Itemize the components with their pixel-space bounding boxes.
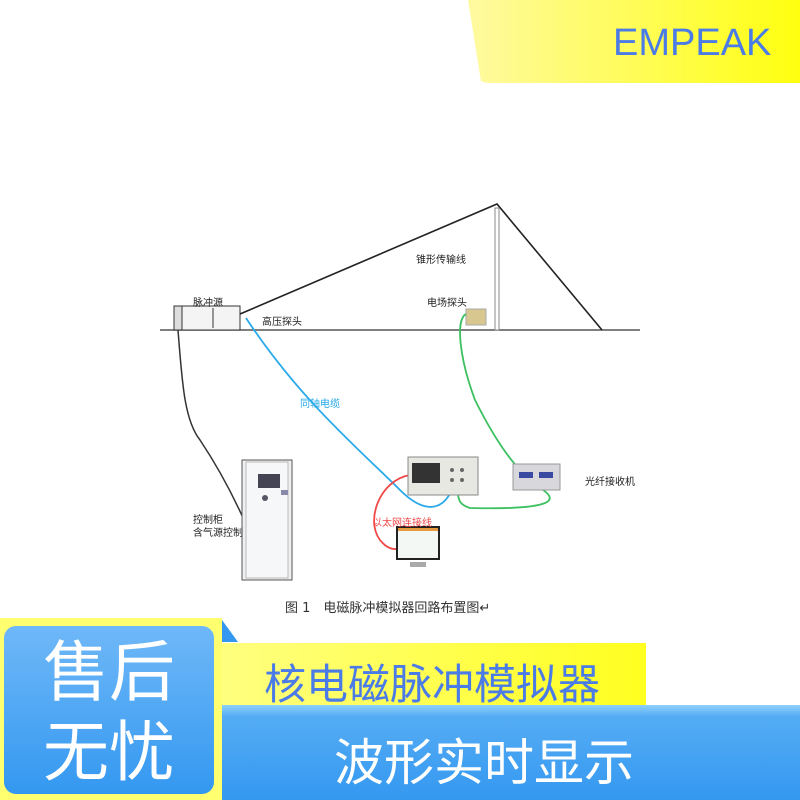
badge-line1: 售后: [43, 634, 175, 711]
label-cone-line: 锥形传输线: [416, 255, 466, 266]
label-ethernet: 以太网连接线: [372, 518, 432, 529]
label-field-probe: 电场探头: [427, 298, 467, 309]
label-coax: 同轴电缆: [300, 399, 340, 410]
label-pulse-source: 脉冲源: [193, 298, 223, 309]
fiber-receiver: [512, 463, 561, 491]
figure-caption: 图 1 电磁脉冲模拟器回路布置图↵: [285, 601, 491, 616]
after-sales-badge: 售后 无忧: [4, 626, 214, 794]
label-gas-control: 含气源控制: [193, 528, 243, 539]
corner-triangle: [222, 620, 238, 642]
product-title: 核电磁脉冲模拟器: [264, 660, 601, 709]
label-receiver: 光纤接收机: [585, 477, 635, 488]
cone-transmission-line: [239, 203, 603, 331]
badge-line2: 无忧: [43, 714, 175, 791]
ethernet-cable: [373, 474, 411, 550]
feature-text: 波形实时显示: [334, 734, 634, 792]
monitor: [396, 526, 440, 567]
label-hv-probe: 高压探头: [262, 317, 302, 328]
coax-cable: [245, 317, 453, 508]
field-probe-device: [465, 308, 487, 326]
pulse-source-device: [173, 305, 241, 331]
product-title-banner: 核电磁脉冲模拟器: [222, 643, 646, 709]
control-cable: [177, 329, 245, 521]
brand-logo: EMPEAK: [613, 22, 772, 64]
circuit-diagram: [160, 203, 640, 581]
top-banner: [468, 0, 800, 83]
control-cabinet: [241, 459, 293, 581]
label-control-cabinet: 控制柜: [193, 515, 223, 526]
oscilloscope: [407, 456, 479, 496]
mast: [494, 207, 500, 331]
feature-banner: 波形实时显示: [222, 705, 800, 800]
